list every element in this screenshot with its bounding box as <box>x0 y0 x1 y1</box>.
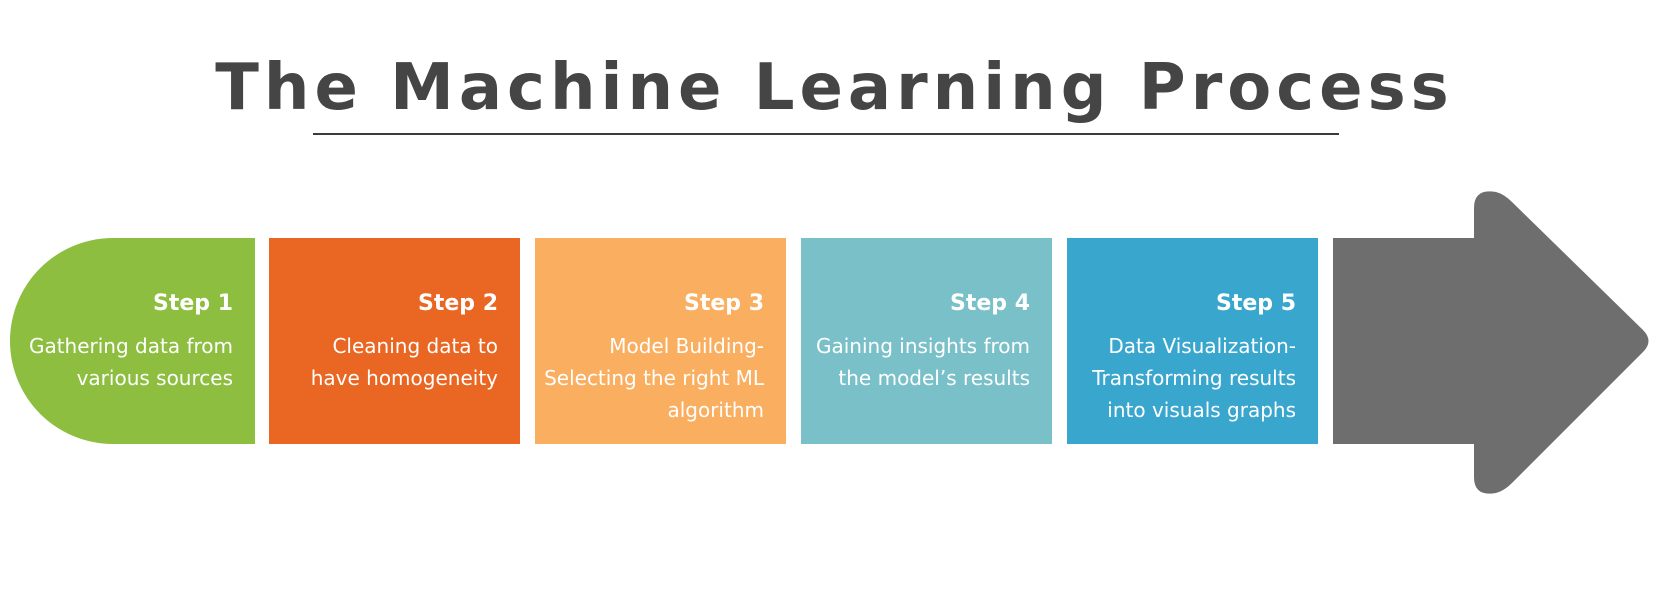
step-1-line-1: Gathering data from <box>28 334 233 358</box>
step-3-description: Model Building- Selecting the right ML a… <box>544 330 764 426</box>
step-1-block: Step 1 Gathering data from various sourc… <box>10 238 255 444</box>
step-5-line-2: Transforming results <box>1092 366 1296 390</box>
step-4-description: Gaining insights from the model’s result… <box>816 330 1030 394</box>
step-1-description: Gathering data from various sources <box>29 330 233 394</box>
step-2-block: Step 2 Cleaning data to have homogeneity <box>269 238 520 444</box>
step-1-label: Step 1 <box>153 291 233 316</box>
step-2-line-1: Cleaning data to <box>332 334 498 358</box>
step-3-line-2: Selecting the right ML <box>544 366 764 390</box>
step-5-description: Data Visualization- Transforming results… <box>1092 330 1296 426</box>
step-4-label: Step 4 <box>950 291 1030 316</box>
step-3-label: Step 3 <box>684 291 764 316</box>
step-2-description: Cleaning data to have homogeneity <box>311 330 498 394</box>
step-4-line-2: the model’s results <box>838 366 1030 390</box>
diagram-title: The Machine Learning Process <box>215 51 1454 125</box>
step-4-line-1: Gaining insights from <box>815 334 1030 358</box>
title-underline <box>313 133 1339 135</box>
step-5-line-1: Data Visualization- <box>1108 334 1296 358</box>
step-2-line-2: have homogeneity <box>310 366 498 390</box>
step-2-label: Step 2 <box>418 291 498 316</box>
arrow-shape <box>1333 191 1649 494</box>
step-3-block: Step 3 Model Building- Selecting the rig… <box>535 238 786 444</box>
step-4-block: Step 4 Gaining insights from the model’s… <box>801 238 1052 444</box>
step-5-label: Step 5 <box>1216 291 1296 316</box>
step-1-line-2: various sources <box>76 366 233 390</box>
step-3-line-1: Model Building- <box>609 334 764 358</box>
step-5-line-3: into visuals graphs <box>1107 398 1296 422</box>
step-3-line-3: algorithm <box>667 398 764 422</box>
step-5-block: Step 5 Data Visualization- Transforming … <box>1067 238 1318 444</box>
